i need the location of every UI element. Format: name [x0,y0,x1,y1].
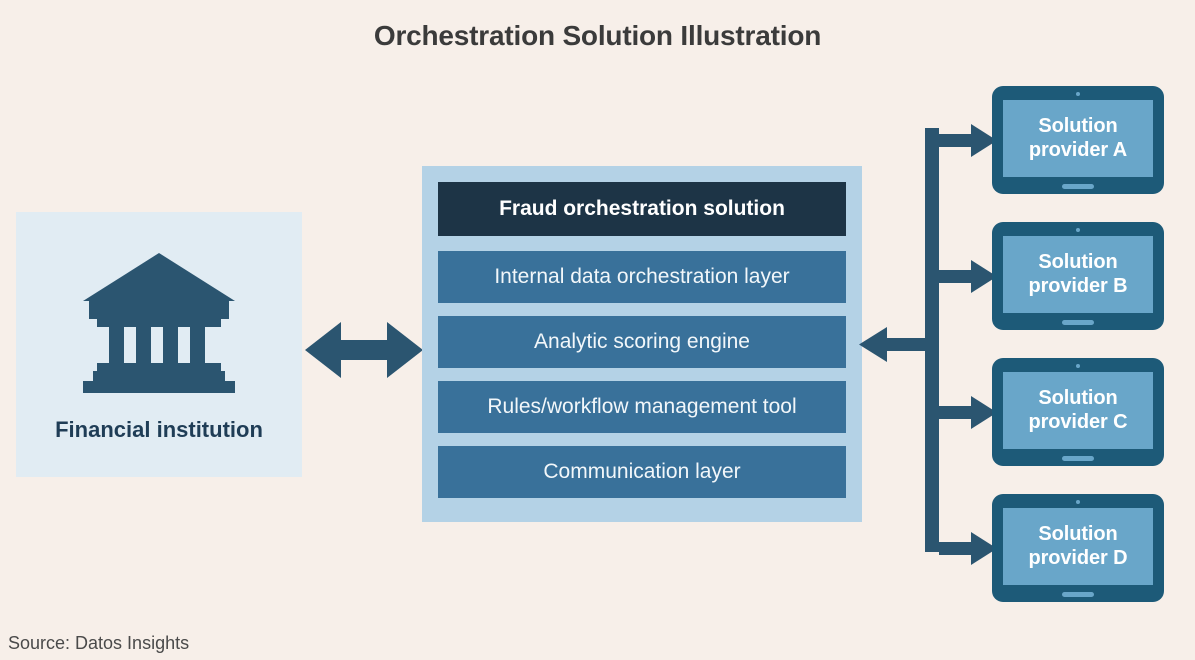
provider-b-line2: provider B [1028,274,1128,297]
tablet-home-indicator-icon [1062,184,1094,189]
provider-c-line1: Solution [1038,386,1118,409]
stack-layer-rules-workflow-management: Rules/workflow management tool [438,381,846,433]
stack-layer-analytic-scoring-engine: Analytic scoring engine [438,316,846,368]
tablet-camera-icon [1076,364,1080,368]
provider-b-line1: Solution [1038,250,1118,273]
provider-d-line1: Solution [1038,522,1118,545]
bank-icon-svg [83,253,235,393]
stack-layer-communication: Communication layer [438,446,846,498]
tablet-camera-icon [1076,228,1080,232]
provider-c-line2: provider C [1028,410,1128,433]
tablet-home-indicator-icon [1062,592,1094,597]
double-headed-arrow-svg [305,322,423,378]
financial-institution-panel: Financial institution [16,212,302,477]
tablet-camera-icon [1076,500,1080,504]
provider-a-line2: provider A [1028,138,1128,161]
page-title: Orchestration Solution Illustration [373,20,822,51]
provider-a-line1: Solution [1038,114,1118,137]
double-headed-arrow-icon [305,318,423,382]
financial-institution-label: Financial institution [55,417,263,442]
provider-d-line2: provider D [1028,546,1128,569]
tablet-home-indicator-icon [1062,320,1094,325]
source-note: Source: Datos Insights [8,633,190,653]
bracket-connector-icon [855,110,1005,580]
stack-header-fraud-orchestration-solution: Fraud orchestration solution [438,182,846,236]
orchestration-stack-panel: Fraud orchestration solution Internal da… [422,166,862,522]
tablet-home-indicator-icon [1062,456,1094,461]
bank-icon [16,240,302,400]
stack-layer-internal-data-orchestration: Internal data orchestration layer [438,251,846,303]
bracket-connector-svg [859,124,997,565]
tablet-camera-icon [1076,92,1080,96]
